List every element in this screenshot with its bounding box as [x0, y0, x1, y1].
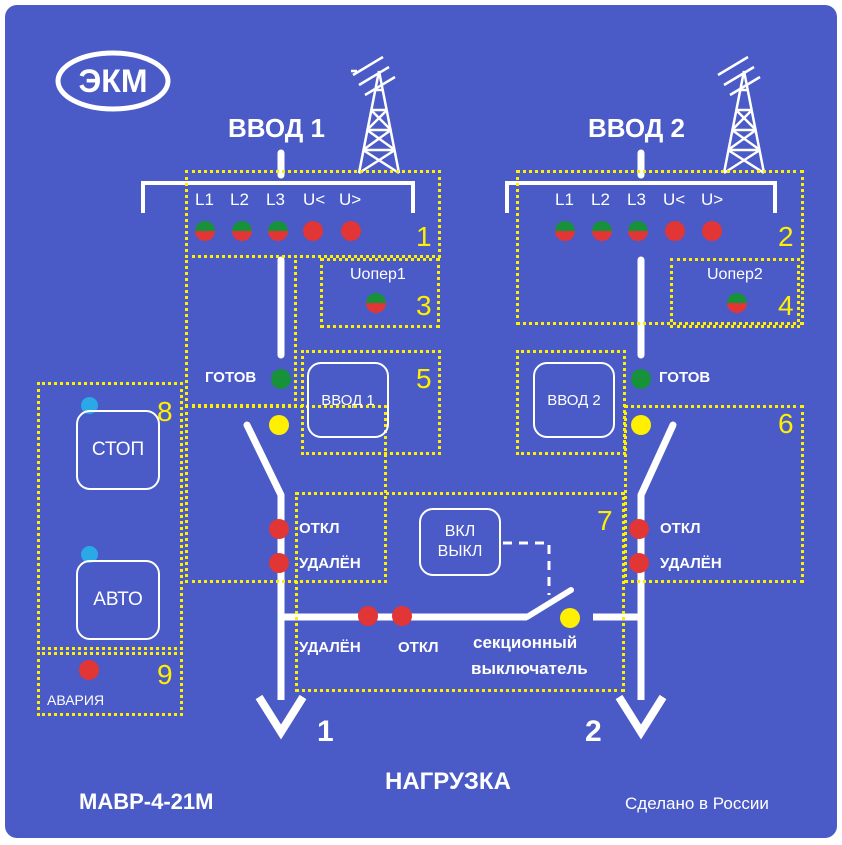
section-switch-label-2: выключатель [471, 659, 588, 678]
model-label: МАВР-4-21М [79, 789, 214, 814]
power-tower-icon [717, 55, 766, 175]
remote-label-1: УДАЛЁН [299, 555, 361, 572]
led-alarm [79, 660, 99, 680]
led-stop [81, 397, 98, 414]
phase-label-overvoltage: U> [701, 190, 724, 209]
input1-button[interactable]: ВВОД 1 [307, 362, 389, 438]
phase-label-l2: L2 [230, 190, 249, 209]
zone-number-6: 6 [778, 408, 794, 439]
off-label-1: ОТКЛ [299, 520, 340, 537]
led-l2-input2 [592, 221, 612, 241]
output-number-1: 1 [317, 715, 334, 748]
remote-label-2: УДАЛЁН [660, 555, 722, 572]
zone-9 [37, 652, 183, 716]
led-overvoltage-input2 [702, 221, 722, 241]
led-l3-input1 [268, 221, 288, 241]
auto-button[interactable]: АВТО [76, 560, 160, 640]
remote-label-section: УДАЛЁН [299, 639, 361, 656]
zone-8 [37, 382, 183, 650]
led-undervoltage-input1 [303, 221, 323, 241]
uoper2-label: Uопер2 [707, 266, 763, 283]
led-off-input1 [269, 519, 289, 539]
led-remote-section [358, 606, 378, 626]
led-remote-input2 [629, 553, 649, 573]
off-label-2: ОТКЛ [660, 520, 701, 537]
zone-5 [301, 350, 441, 455]
zone-3 [320, 258, 440, 328]
zone-2 [516, 170, 804, 325]
stop-button[interactable]: СТОП [76, 410, 160, 490]
zone-number-5: 5 [416, 363, 432, 394]
on-off-button[interactable]: ВКЛ ВЫКЛ [419, 508, 501, 576]
phase-label-l3: L3 [266, 190, 285, 209]
zone-number-8: 8 [157, 396, 173, 427]
led-ready-input1 [271, 369, 291, 389]
down-arrow-icon [615, 694, 667, 740]
led-uoper1 [366, 293, 386, 313]
down-arrow-icon [255, 694, 307, 740]
led-l1-input1 [195, 221, 215, 241]
phase-label-overvoltage: U> [339, 190, 362, 209]
led-overvoltage-input1 [341, 221, 361, 241]
output-number-2: 2 [585, 715, 602, 748]
phase-label-l1: L1 [195, 190, 214, 209]
led-undervoltage-input2 [665, 221, 685, 241]
zone-1 [185, 170, 441, 258]
power-tower-icon [351, 55, 401, 175]
led-l2-input1 [232, 221, 252, 241]
logo-text: ЭКМ [78, 63, 148, 99]
input2-button[interactable]: ВВОД 2 [533, 362, 615, 438]
led-remote-input1 [269, 553, 289, 573]
off-label-section: ОТКЛ [398, 639, 439, 656]
led-switch-input1 [269, 415, 289, 435]
zone-number-2: 2 [778, 221, 794, 252]
zone-7 [295, 492, 625, 692]
led-l3-input2 [628, 221, 648, 241]
led-off-input2 [629, 519, 649, 539]
ready-label-2: ГОТОВ [659, 369, 711, 386]
led-section-switch [560, 608, 580, 628]
zone-number-9: 9 [157, 659, 173, 690]
led-switch-input2 [631, 415, 651, 435]
led-ready-input2 [631, 369, 651, 389]
led-off-section [392, 606, 412, 626]
zone-6 [624, 405, 804, 583]
zone-number-3: 3 [416, 290, 432, 321]
ready-label-1: ГОТОВ [205, 369, 257, 386]
logo-ellipse [55, 50, 171, 112]
section-switch-label-1: секционный [473, 633, 578, 652]
phase-label-undervoltage: U< [663, 190, 686, 209]
phase-label-l3: L3 [627, 190, 646, 209]
on-off-label-off: ВЫКЛ [437, 543, 483, 560]
led-auto [81, 546, 98, 563]
uoper1-label: Uопер1 [350, 266, 406, 283]
alarm-label: АВАРИЯ [47, 692, 105, 708]
input1-title: ВВОД 1 [228, 113, 325, 143]
led-uoper2 [727, 293, 747, 313]
zone-number-1: 1 [416, 221, 432, 252]
led-l1-input2 [555, 221, 575, 241]
on-off-label-on: ВКЛ [444, 523, 476, 540]
input2-title: ВВОД 2 [588, 113, 685, 143]
phase-label-l2: L2 [591, 190, 610, 209]
phase-label-undervoltage: U< [303, 190, 326, 209]
zone-6-upper [516, 350, 626, 455]
control-panel: ЭКМ ВВОД 1 ВВОД 2 L1 L2 L3 U< U> L1 L2 L… [5, 5, 837, 838]
zone-number-7: 7 [597, 505, 613, 536]
phase-label-l1: L1 [555, 190, 574, 209]
made-in-label: Сделано в России [625, 794, 769, 813]
zone-number-4: 4 [778, 290, 794, 321]
load-label: НАГРУЗКА [385, 768, 511, 795]
zone-4 [670, 258, 800, 328]
